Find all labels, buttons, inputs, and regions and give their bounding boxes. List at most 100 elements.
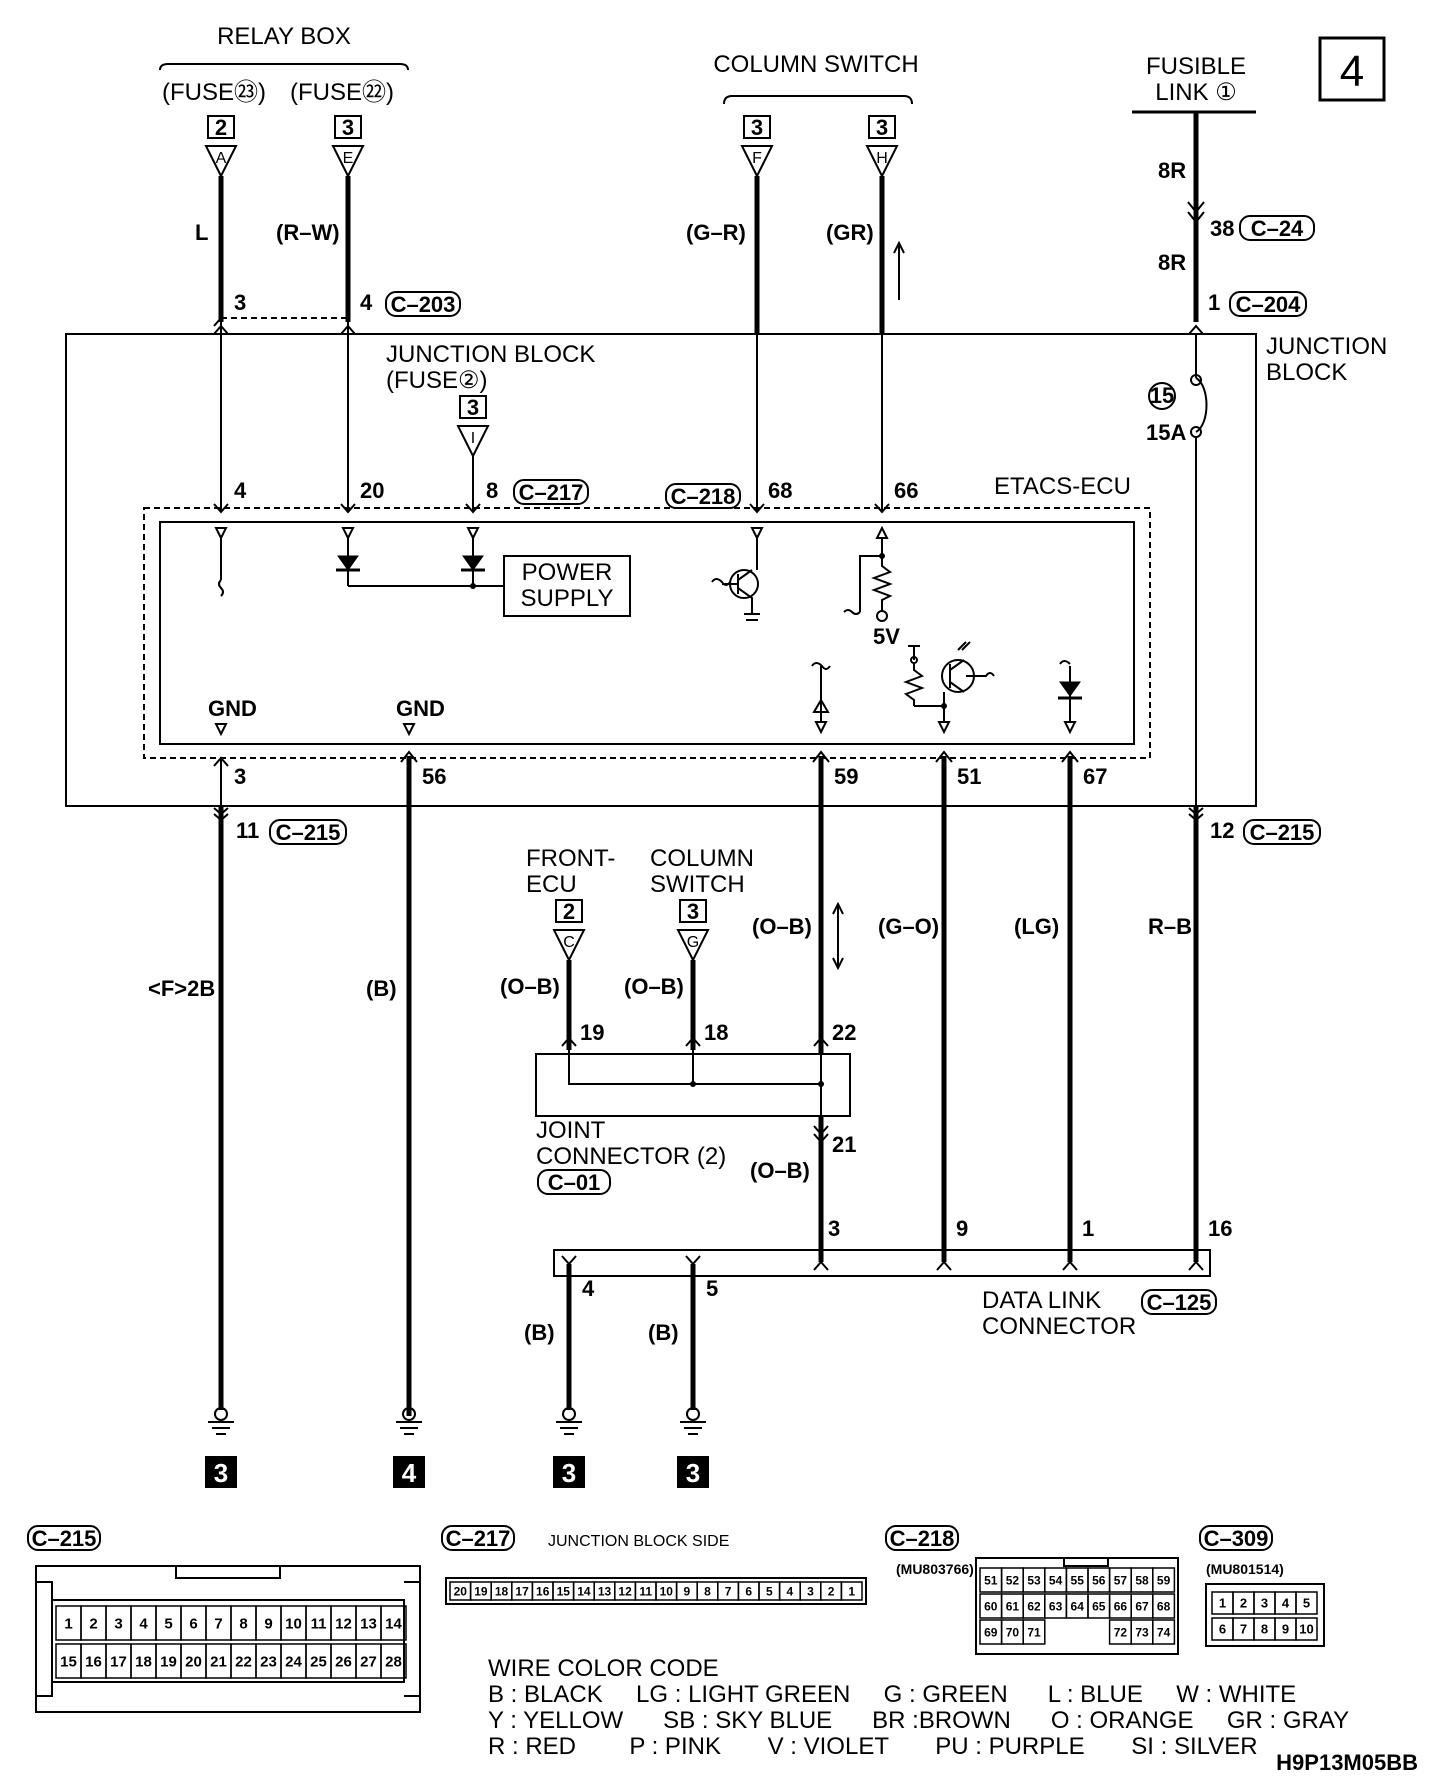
c217-pin: 18 bbox=[495, 1584, 509, 1598]
joint-connector-label-2: CONNECTOR (2) bbox=[536, 1143, 726, 1170]
flag-relay-e: 3 E bbox=[331, 115, 365, 179]
pin-12: 12 bbox=[1210, 818, 1234, 843]
svg-text:H: H bbox=[876, 150, 888, 167]
fuse23-label: (FUSE㉓) bbox=[162, 79, 266, 106]
fuse-15-symbol bbox=[1195, 377, 1208, 433]
svg-text:3: 3 bbox=[876, 115, 888, 140]
svg-text:2: 2 bbox=[215, 115, 227, 140]
pin-59: 59 bbox=[834, 764, 858, 789]
c24-connector-mark bbox=[1187, 201, 1205, 224]
svg-text:3: 3 bbox=[686, 1458, 700, 1488]
wire-label-ob-1: (O–B) bbox=[500, 974, 560, 999]
c215-pin: 12 bbox=[335, 1615, 352, 1632]
ground-symbol-4 bbox=[680, 1407, 706, 1435]
fuse22-label: (FUSE㉒) bbox=[290, 79, 394, 106]
c215-box-b bbox=[1243, 819, 1321, 845]
junction-block-label-2: BLOCK bbox=[1266, 359, 1347, 386]
relay-box-brace bbox=[159, 63, 409, 71]
c204-box bbox=[1229, 291, 1307, 317]
c215-pin: 5 bbox=[164, 1615, 172, 1632]
col-switch-label-1: COLUMN bbox=[650, 845, 754, 872]
column-switch-brace bbox=[723, 95, 913, 105]
junction-block-inner-1: JUNCTION BLOCK bbox=[386, 341, 595, 368]
c309-pin: 2 bbox=[1240, 1596, 1247, 1611]
color-code-line-1: B : BLACK LG : LIGHT GREEN G : GREEN L :… bbox=[488, 1681, 1296, 1708]
dlc-pin-16: 16 bbox=[1208, 1216, 1232, 1241]
c24-label: C–24 bbox=[1251, 216, 1304, 241]
legend-c217-label: C–217 bbox=[446, 1526, 511, 1551]
c309-pin: 8 bbox=[1261, 1622, 1268, 1637]
pin-66: 66 bbox=[894, 478, 918, 503]
c215-label-b: C–215 bbox=[1250, 820, 1315, 845]
c217-pin: 4 bbox=[787, 1584, 794, 1598]
c217-label: C–217 bbox=[519, 480, 584, 505]
color-code-line-2: Y : YELLOW SB : SKY BLUE BR :BROWN O : O… bbox=[488, 1707, 1349, 1734]
pin-20-c217: 20 bbox=[360, 478, 384, 503]
c218-pin: 53 bbox=[1027, 1573, 1041, 1587]
c218-pin: 72 bbox=[1114, 1625, 1128, 1639]
wire-label-b5: (B) bbox=[648, 1320, 679, 1345]
wire-label-rb: R–B bbox=[1148, 914, 1192, 939]
fusible-link-label-2: LINK ① bbox=[1155, 79, 1237, 106]
fuse-15-number: 15 bbox=[1150, 383, 1174, 408]
c217-pin: 11 bbox=[639, 1584, 652, 1598]
fuse-15-circle bbox=[1148, 382, 1176, 410]
c217-pin: 14 bbox=[577, 1584, 591, 1598]
etacs-ecu-label: ETACS-ECU bbox=[994, 473, 1131, 500]
c218-pin: 67 bbox=[1135, 1599, 1149, 1613]
legend-c309-box bbox=[1199, 1525, 1273, 1551]
svg-text:I: I bbox=[471, 430, 475, 447]
flag-fuse2-i: 3 I bbox=[456, 395, 490, 459]
svg-text:A: A bbox=[216, 150, 227, 167]
c309-pin: 5 bbox=[1303, 1596, 1310, 1611]
pin-3-c203: 3 bbox=[234, 290, 246, 315]
c215-pin: 3 bbox=[114, 1615, 122, 1632]
c215-pin: 9 bbox=[264, 1615, 272, 1632]
etacs-ecu-inner bbox=[159, 521, 1135, 745]
pin-21: 21 bbox=[832, 1132, 856, 1157]
wire-label-8r-b: 8R bbox=[1158, 250, 1186, 275]
c215-box-a bbox=[269, 819, 347, 845]
ground-symbol-2 bbox=[396, 1407, 422, 1435]
pin-4-c217: 4 bbox=[234, 478, 247, 503]
c215-pin: 22 bbox=[235, 1653, 252, 1670]
c217-pin: 17 bbox=[515, 1584, 529, 1598]
color-code-line-3: R : RED P : PINK V : VIOLET PU : PURPLE … bbox=[488, 1733, 1258, 1760]
wire-label-lg: (LG) bbox=[1014, 914, 1059, 939]
fuse-15-amp: 15A bbox=[1146, 420, 1186, 445]
dlc-pin-4: 4 bbox=[582, 1276, 595, 1301]
c215-label-a: C–215 bbox=[276, 820, 341, 845]
c215-pin: 6 bbox=[189, 1615, 197, 1632]
flag-colsw-h: 3 H bbox=[865, 115, 899, 179]
legend-c218-part: (MU803766) bbox=[896, 1561, 974, 1577]
gnd-label-1: GND bbox=[208, 696, 257, 721]
c215-pin: 10 bbox=[285, 1615, 302, 1632]
c215-pin: 4 bbox=[139, 1615, 148, 1632]
c215-pin: 26 bbox=[335, 1653, 352, 1670]
c218-label: C–218 bbox=[671, 484, 736, 509]
c218-pin: 61 bbox=[1006, 1599, 1020, 1613]
pin-19: 19 bbox=[580, 1020, 604, 1045]
c215-pin: 2 bbox=[89, 1615, 97, 1632]
c218-pin: 58 bbox=[1135, 1573, 1149, 1587]
flag-colsw-f: 3 F bbox=[740, 115, 774, 179]
pin-1-c204: 1 bbox=[1208, 290, 1220, 315]
svg-text:3: 3 bbox=[214, 1458, 228, 1488]
c218-box bbox=[665, 483, 741, 509]
c125-label: C–125 bbox=[1147, 1290, 1212, 1315]
c215-pin: 24 bbox=[285, 1653, 302, 1670]
c217-pin: 8 bbox=[704, 1584, 711, 1598]
color-code-title: WIRE COLOR CODE bbox=[488, 1655, 719, 1682]
junction-block-label-1: JUNCTION bbox=[1266, 333, 1387, 360]
junction-block-inner-2: (FUSE②) bbox=[386, 367, 488, 394]
pin-8-c217: 8 bbox=[486, 478, 498, 503]
dlc-pin-9: 9 bbox=[956, 1216, 968, 1241]
wire-label-b4: (B) bbox=[524, 1320, 555, 1345]
svg-text:F: F bbox=[752, 150, 762, 167]
label-5v: 5V bbox=[873, 624, 900, 649]
ground-ref-3 bbox=[553, 1456, 585, 1488]
ground-symbol-3 bbox=[556, 1407, 582, 1435]
c217-pin: 12 bbox=[618, 1584, 632, 1598]
c217-pin: 16 bbox=[536, 1584, 550, 1598]
